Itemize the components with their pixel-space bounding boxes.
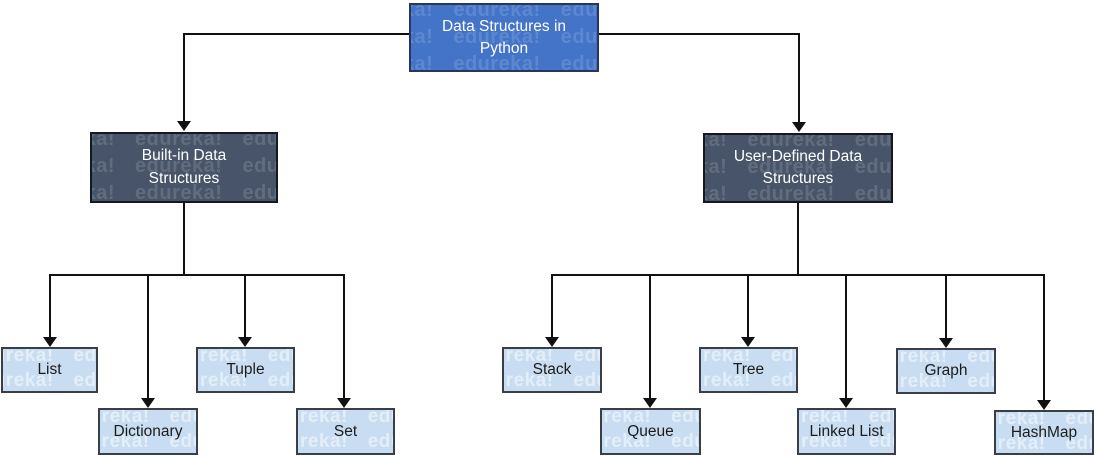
- root-node-data-structures-in-python: edureka! edureka! edureka! edureka! edur…: [409, 3, 599, 72]
- arrowhead-down-icon: [792, 122, 806, 132]
- connector-line: [1043, 274, 1045, 401]
- connector-line: [551, 274, 1045, 276]
- connector-line: [551, 274, 553, 338]
- leaf-node-list: edureka! edureka! edureka! edureka! edur…: [1, 347, 98, 393]
- connector-line: [244, 274, 246, 338]
- leaf-node-label: Graph: [924, 362, 968, 379]
- branch-node-label: User-Defined Data Structures: [733, 147, 863, 187]
- arrowhead-down-icon: [643, 398, 657, 408]
- connector-line: [343, 274, 345, 399]
- arrowhead-down-icon: [177, 121, 191, 131]
- arrowhead-down-icon: [43, 337, 57, 347]
- connector-line: [183, 33, 185, 122]
- connector-line: [945, 274, 947, 339]
- arrowhead-down-icon: [238, 337, 252, 347]
- connector-line: [797, 203, 799, 276]
- leaf-node-label: Stack: [532, 361, 572, 378]
- connector-line: [798, 33, 800, 123]
- leaf-node-tuple: edureka! edureka! edureka! edureka! edur…: [196, 347, 295, 393]
- leaf-node-label: Tree: [732, 361, 765, 378]
- leaf-node-label: Set: [333, 422, 358, 440]
- leaf-node-hashmap: edureka! edureka! edureka! edureka! edur…: [994, 410, 1094, 455]
- connector-line: [598, 33, 800, 35]
- leaf-node-label: Queue: [627, 422, 674, 440]
- leaf-node-label: List: [37, 361, 62, 378]
- arrowhead-down-icon: [741, 337, 755, 347]
- connector-line: [747, 274, 749, 338]
- connector-line: [49, 274, 51, 338]
- connector-line: [147, 274, 149, 399]
- root-node-label: Data Structures in Python: [441, 17, 567, 57]
- arrowhead-down-icon: [839, 398, 853, 408]
- arrowhead-down-icon: [337, 398, 351, 408]
- leaf-node-label: Tuple: [226, 361, 265, 378]
- leaf-node-label: Dictionary: [113, 422, 183, 440]
- leaf-node-label: HashMap: [1010, 423, 1078, 441]
- branch-node-user-defined-data-structures: edureka! edureka! edureka! edureka! edur…: [703, 133, 893, 203]
- leaf-node-tree: edureka! edureka! edureka! edureka! edur…: [699, 347, 798, 393]
- arrowhead-down-icon: [939, 338, 953, 348]
- arrowhead-down-icon: [1037, 400, 1051, 410]
- leaf-node-label: Linked List: [809, 422, 884, 440]
- leaf-node-graph: edureka! edureka! edureka! edureka! edur…: [896, 348, 996, 394]
- connector-line: [649, 274, 651, 399]
- branch-node-label: Built-in Data Structures: [141, 147, 227, 187]
- leaf-node-dictionary: edureka! edureka! edureka! edureka! edur…: [98, 408, 198, 455]
- leaf-node-stack: edureka! edureka! edureka! edureka! edur…: [502, 347, 602, 393]
- connector-line: [183, 203, 185, 276]
- arrowhead-down-icon: [545, 337, 559, 347]
- connector-line: [183, 33, 410, 35]
- leaf-node-set: edureka! edureka! edureka! edureka! edur…: [296, 408, 395, 455]
- branch-node-built-in-data-structures: edureka! edureka! edureka! edureka! edur…: [90, 132, 278, 203]
- leaf-node-linked-list: edureka! edureka! edureka! edureka! edur…: [797, 408, 896, 455]
- leaf-node-queue: edureka! edureka! edureka! edureka! edur…: [600, 408, 701, 455]
- connector-line: [49, 274, 345, 276]
- arrowhead-down-icon: [141, 398, 155, 408]
- connector-line: [845, 274, 847, 399]
